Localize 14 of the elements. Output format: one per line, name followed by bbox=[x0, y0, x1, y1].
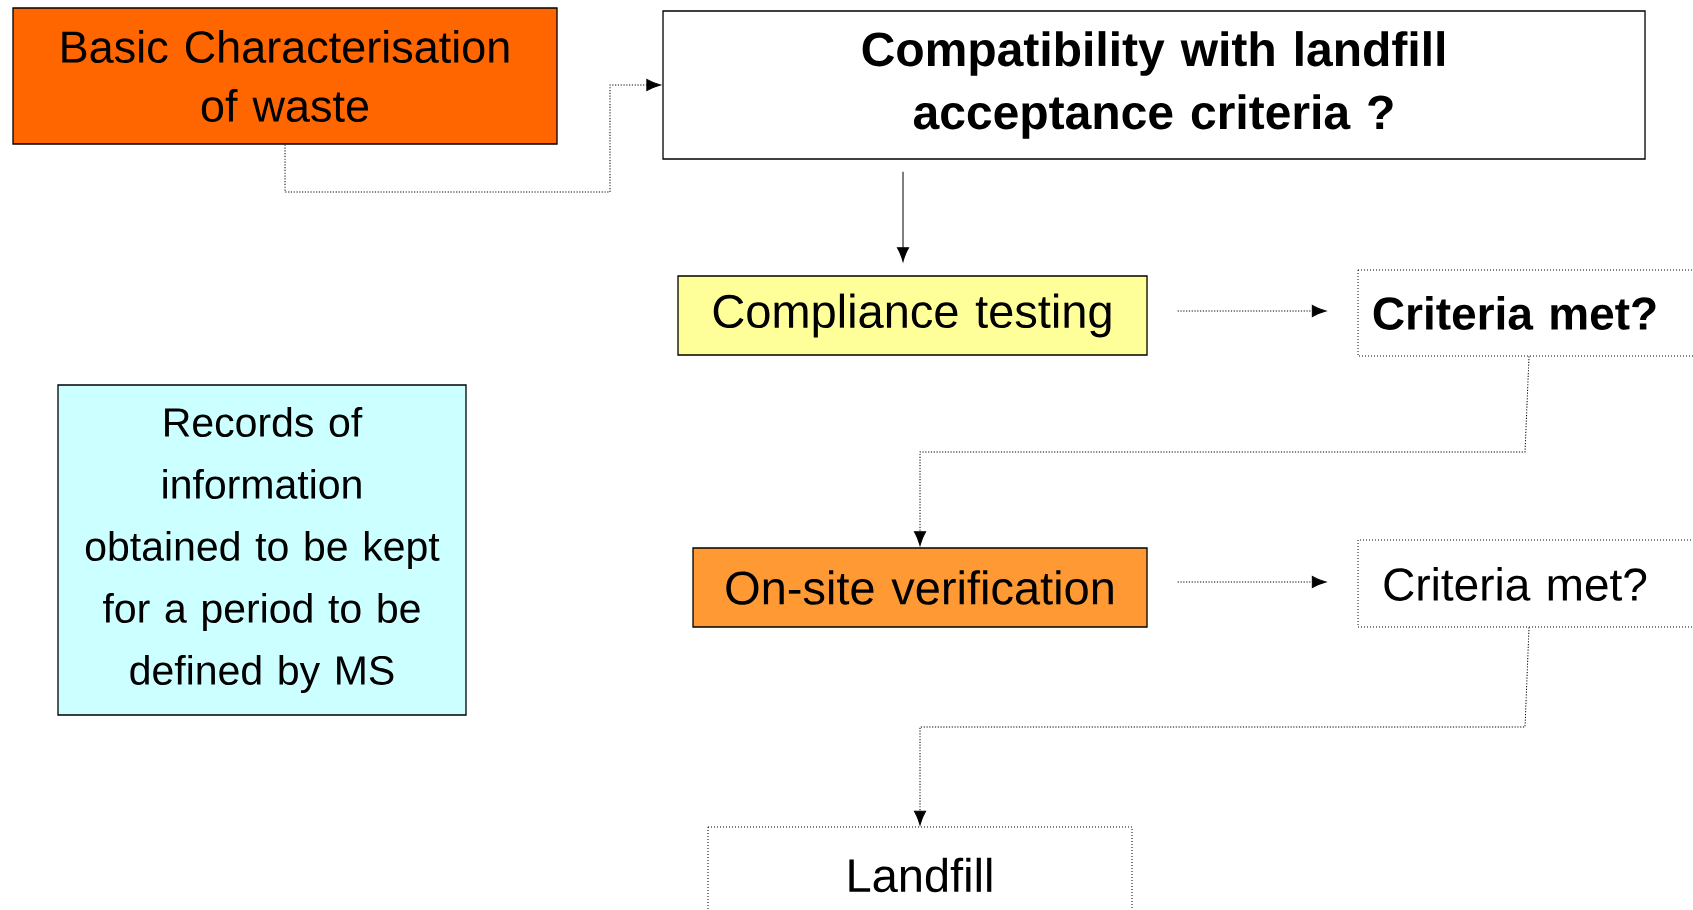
process-box: Basic Characterisation of waste bbox=[12, 7, 558, 145]
arrow bbox=[1177, 575, 1327, 589]
note-box: Records of information obtained to be kept for a period to be defined by MS bbox=[57, 384, 467, 716]
arrow bbox=[913, 355, 1530, 546]
decision-box: Criteria met? bbox=[1357, 269, 1693, 357]
decision-box: Criteria met? bbox=[1357, 539, 1693, 628]
arrow bbox=[1177, 304, 1327, 318]
outcome-box: Landfill bbox=[707, 826, 1133, 910]
arrow bbox=[284, 78, 661, 193]
arrow bbox=[896, 171, 910, 262]
process-box: Compliance testing bbox=[677, 275, 1148, 356]
question-box: Compatibility with landfill acceptance criteria ? bbox=[662, 10, 1646, 160]
process-box: On-site verification bbox=[692, 547, 1148, 628]
arrow bbox=[913, 626, 1530, 826]
